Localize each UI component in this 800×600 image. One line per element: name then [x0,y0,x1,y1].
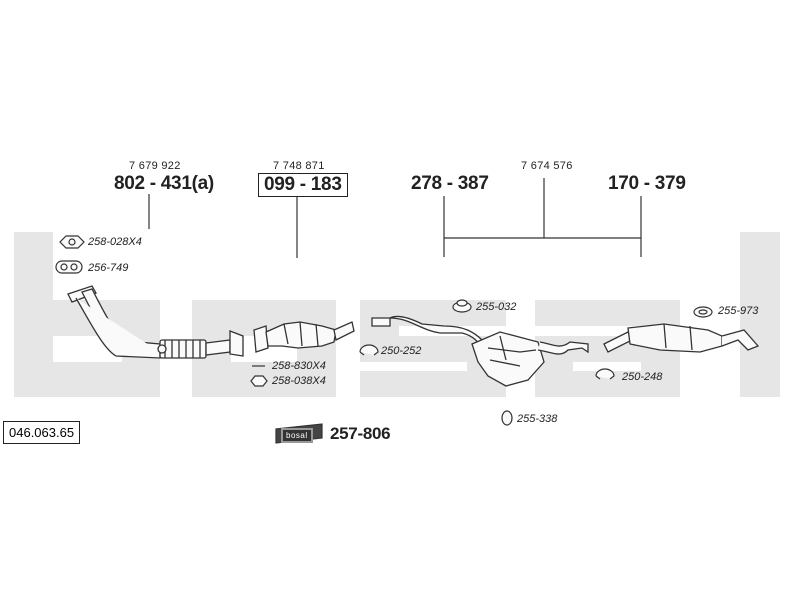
oe-number-catalytic: 7 748 871 [273,160,325,172]
accessory-label-lock-nut: 258-038X4 [272,375,326,387]
accessory-label-rubber-mount: 255-032 [476,301,517,313]
accessory-label-pipe-clamp-center: 250-252 [381,345,422,357]
part-number-catalytic: 099 - 183 [258,173,348,197]
rear-silencer-part [603,323,760,353]
mounting-kit-label: 257-806 [330,424,391,443]
accessory-label-rubber-hanger: 255-973 [718,305,759,317]
front-pipe-part [67,285,244,359]
kit-badge: bosal [281,428,313,443]
part-number-front-pipe: 802 - 431(a) [114,173,214,194]
accessory-label-stud-bolt: 258-830X4 [272,360,326,372]
accessory-label-flange-gasket: 256-749 [88,262,129,274]
bosal-watermark [14,232,780,397]
catalytic-converter-part [253,321,355,353]
pipe-clamp-icon [359,344,379,356]
flange-gasket-icon [55,260,83,274]
accessory-label-hex-nut: 258-028X4 [88,236,142,248]
pipe-clamp-icon [595,368,615,380]
center-pipe-part [371,315,589,387]
accessory-label-rubber-ring: 255-338 [517,413,558,425]
oe-number-front-pipe: 7 679 922 [129,160,181,172]
leader-lines [148,178,642,258]
part-number-rear-silencer: 170 - 379 [608,173,686,194]
accessory-label-pipe-clamp-rear: 250-248 [622,371,663,383]
lock-nut-icon [250,375,268,387]
part-number-center-pipe: 278 - 387 [411,173,489,194]
rubber-ring-icon [501,410,513,426]
diagram-reference-code: 046.063.65 [3,421,81,444]
oe-number-rear-system: 7 674 576 [521,160,573,172]
